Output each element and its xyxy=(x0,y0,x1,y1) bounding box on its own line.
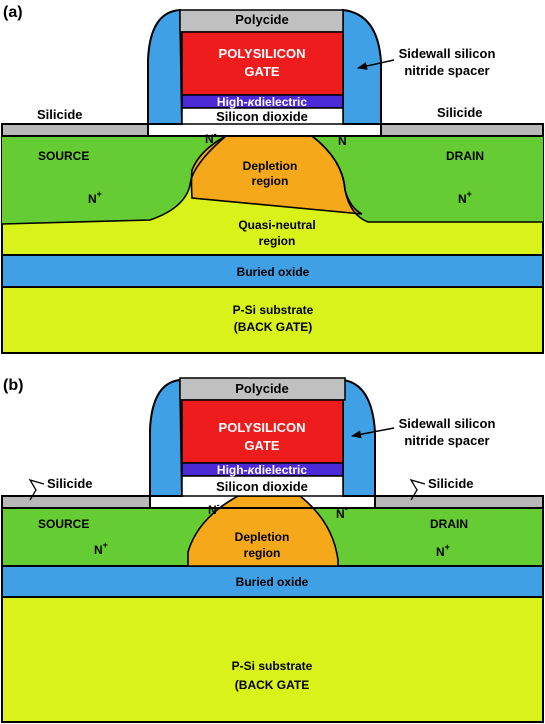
panel-b-silicide-right-label: Silicide xyxy=(428,476,474,491)
panel-b-gate-label-2: GATE xyxy=(244,438,279,453)
panel-b-substrate-label-2: (BACK GATE xyxy=(235,678,309,692)
panel-a-sio2-label: Silicon dioxide xyxy=(216,109,308,124)
panel-b-spacer-arrow xyxy=(351,427,395,439)
panel-b-spacer-left xyxy=(149,378,184,497)
panel-b-spacer-right xyxy=(342,378,376,497)
panel-b-high-k-label: High-κdielectric xyxy=(217,463,307,477)
panel-a-n-plus-left: N+ xyxy=(88,189,102,206)
panel-b-drain-label: DRAIN xyxy=(430,517,468,531)
panel-b-depletion-label-1: Depletion xyxy=(235,530,290,544)
panel-a-n-plus-right: N+ xyxy=(458,189,472,206)
panel-b-silicide-left-pointer xyxy=(28,478,45,501)
panel-a-high-k-label: High-κdielectric xyxy=(217,95,307,109)
panel-a-polycide-label: Polycide xyxy=(235,12,288,27)
panel-b-polysilicon-gate xyxy=(181,399,344,464)
panel-b-polycide-label: Polycide xyxy=(235,381,288,396)
panel-a-silicon-dioxide xyxy=(181,107,344,125)
panel-b-depletion-label-2: region xyxy=(244,546,281,560)
panel-a-silicide-left-label: Silicide xyxy=(37,107,83,122)
panel-a-source-junction xyxy=(1,135,227,225)
panel-b: (b) Polycide POLYSILICON GATE High-κdiel… xyxy=(1,377,544,723)
panel-a: (a) Polycide POLYSILICON GATE High-κdiel… xyxy=(1,4,544,354)
panel-a-spacer-arrow xyxy=(357,59,395,70)
panel-a-buried-oxide xyxy=(1,254,544,288)
panel-b-substrate xyxy=(1,596,544,723)
panel-a-spacer-label-1: Sidewall silicon xyxy=(399,46,496,61)
panel-b-silicide-right xyxy=(374,495,544,509)
panel-b-n-plus-right: N+ xyxy=(436,542,450,559)
panel-b-silicide-left-label: Silicide xyxy=(47,476,93,491)
panel-a-depletion-label-2: region xyxy=(252,174,289,188)
panel-b-silicon-dioxide xyxy=(181,475,344,497)
panel-a-n-minus-right: N- xyxy=(338,131,350,148)
panel-b-sio2-label: Silicon dioxide xyxy=(216,479,308,494)
panel-a-substrate-label-1: P-Si substrate xyxy=(233,303,314,317)
panel-b-label: (b) xyxy=(3,377,23,394)
panel-a-quasi-label-1: Quasi-neutral xyxy=(238,218,315,232)
panel-a-gate-label-1: POLYSILICON xyxy=(219,46,306,61)
panel-b-source-label: SOURCE xyxy=(38,517,89,531)
panel-b-substrate-label-1: P-Si substrate xyxy=(232,659,313,673)
panel-a-source-label: SOURCE xyxy=(38,149,89,163)
panel-a-polysilicon-gate xyxy=(181,31,344,96)
panel-b-buried-oxide-label: Buried oxide xyxy=(236,575,309,589)
panel-a-gate-label-2: GATE xyxy=(244,64,279,79)
panel-a-silicide-left xyxy=(1,123,149,137)
panel-a-spacer-left xyxy=(147,8,184,125)
panel-b-spacer-label-2: nitride spacer xyxy=(404,433,489,448)
panel-a-drain-label: DRAIN xyxy=(446,149,484,163)
panel-a-n-minus-left: N- xyxy=(205,129,217,146)
panel-b-depletion-region xyxy=(187,495,339,567)
panel-a-substrate-label-2: (BACK GATE) xyxy=(234,320,312,334)
panel-b-n-plus-left: N+ xyxy=(94,540,108,557)
panel-a-drain-junction xyxy=(311,135,543,223)
panel-b-buried-oxide xyxy=(1,565,544,598)
panel-a-quasi-label-2: region xyxy=(259,234,296,248)
panel-b-gate-label-1: POLYSILICON xyxy=(219,420,306,435)
panel-a-spacer-label-2: nitride spacer xyxy=(404,63,489,78)
panel-a-depletion-label-1: Depletion xyxy=(243,159,298,173)
panel-a-substrate xyxy=(1,286,544,354)
panel-b-silicide-right-pointer xyxy=(409,478,426,501)
panel-a-source-drain xyxy=(2,136,543,224)
panel-b-silicide-left xyxy=(1,495,151,509)
panel-b-n-minus-left: N- xyxy=(208,500,220,517)
panel-a-silicide-right-label: Silicide xyxy=(437,105,483,120)
panel-b-spacer-label-1: Sidewall silicon xyxy=(399,416,496,431)
panel-a-label: (a) xyxy=(3,4,23,21)
panel-b-n-minus-right: N- xyxy=(336,504,348,521)
panel-a-buried-oxide-label: Buried oxide xyxy=(237,265,310,279)
panel-a-silicide-right xyxy=(380,123,544,137)
